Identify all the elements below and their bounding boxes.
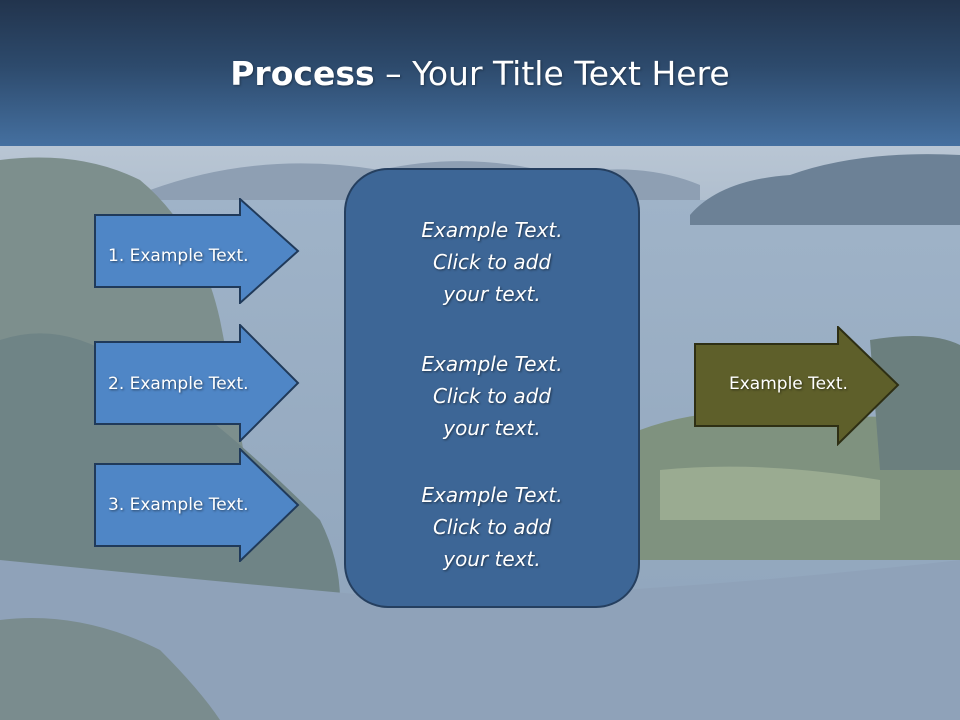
process-item-3-line2: Click to add <box>432 515 552 539</box>
title-rest-text: – Your Title Text Here <box>374 54 730 93</box>
process-item-2: Example Text. Click to add your text. <box>346 348 638 444</box>
slide-title[interactable]: Process – Your Title Text Here <box>0 52 960 96</box>
process-item-1-line3: your text. <box>443 282 541 306</box>
input-arrow-1[interactable] <box>94 198 300 304</box>
process-item-1: Example Text. Click to add your text. <box>346 214 638 310</box>
process-item-2-line1: Example Text. <box>421 352 563 376</box>
input-arrow-3-label: 3. Example Text. <box>108 495 249 515</box>
input-arrow-2[interactable] <box>94 324 300 442</box>
output-arrow-label: Example Text. <box>729 374 848 394</box>
process-item-3: Example Text. Click to add your text. <box>346 479 638 575</box>
process-item-3-line3: your text. <box>443 547 541 571</box>
title-bar: Process – Your Title Text Here <box>0 0 960 146</box>
output-arrow[interactable] <box>694 326 900 446</box>
title-bold-text: Process <box>230 54 375 93</box>
process-item-2-line2: Click to add <box>432 384 552 408</box>
process-item-3-line1: Example Text. <box>421 483 563 507</box>
process-box[interactable]: Example Text. Click to add your text. Ex… <box>344 168 640 608</box>
input-arrow-2-label: 2. Example Text. <box>108 374 249 394</box>
process-item-1-line1: Example Text. <box>421 218 563 242</box>
input-arrow-3[interactable] <box>94 448 300 562</box>
input-arrow-1-label: 1. Example Text. <box>108 246 249 266</box>
process-item-1-line2: Click to add <box>432 250 552 274</box>
process-item-2-line3: your text. <box>443 416 541 440</box>
